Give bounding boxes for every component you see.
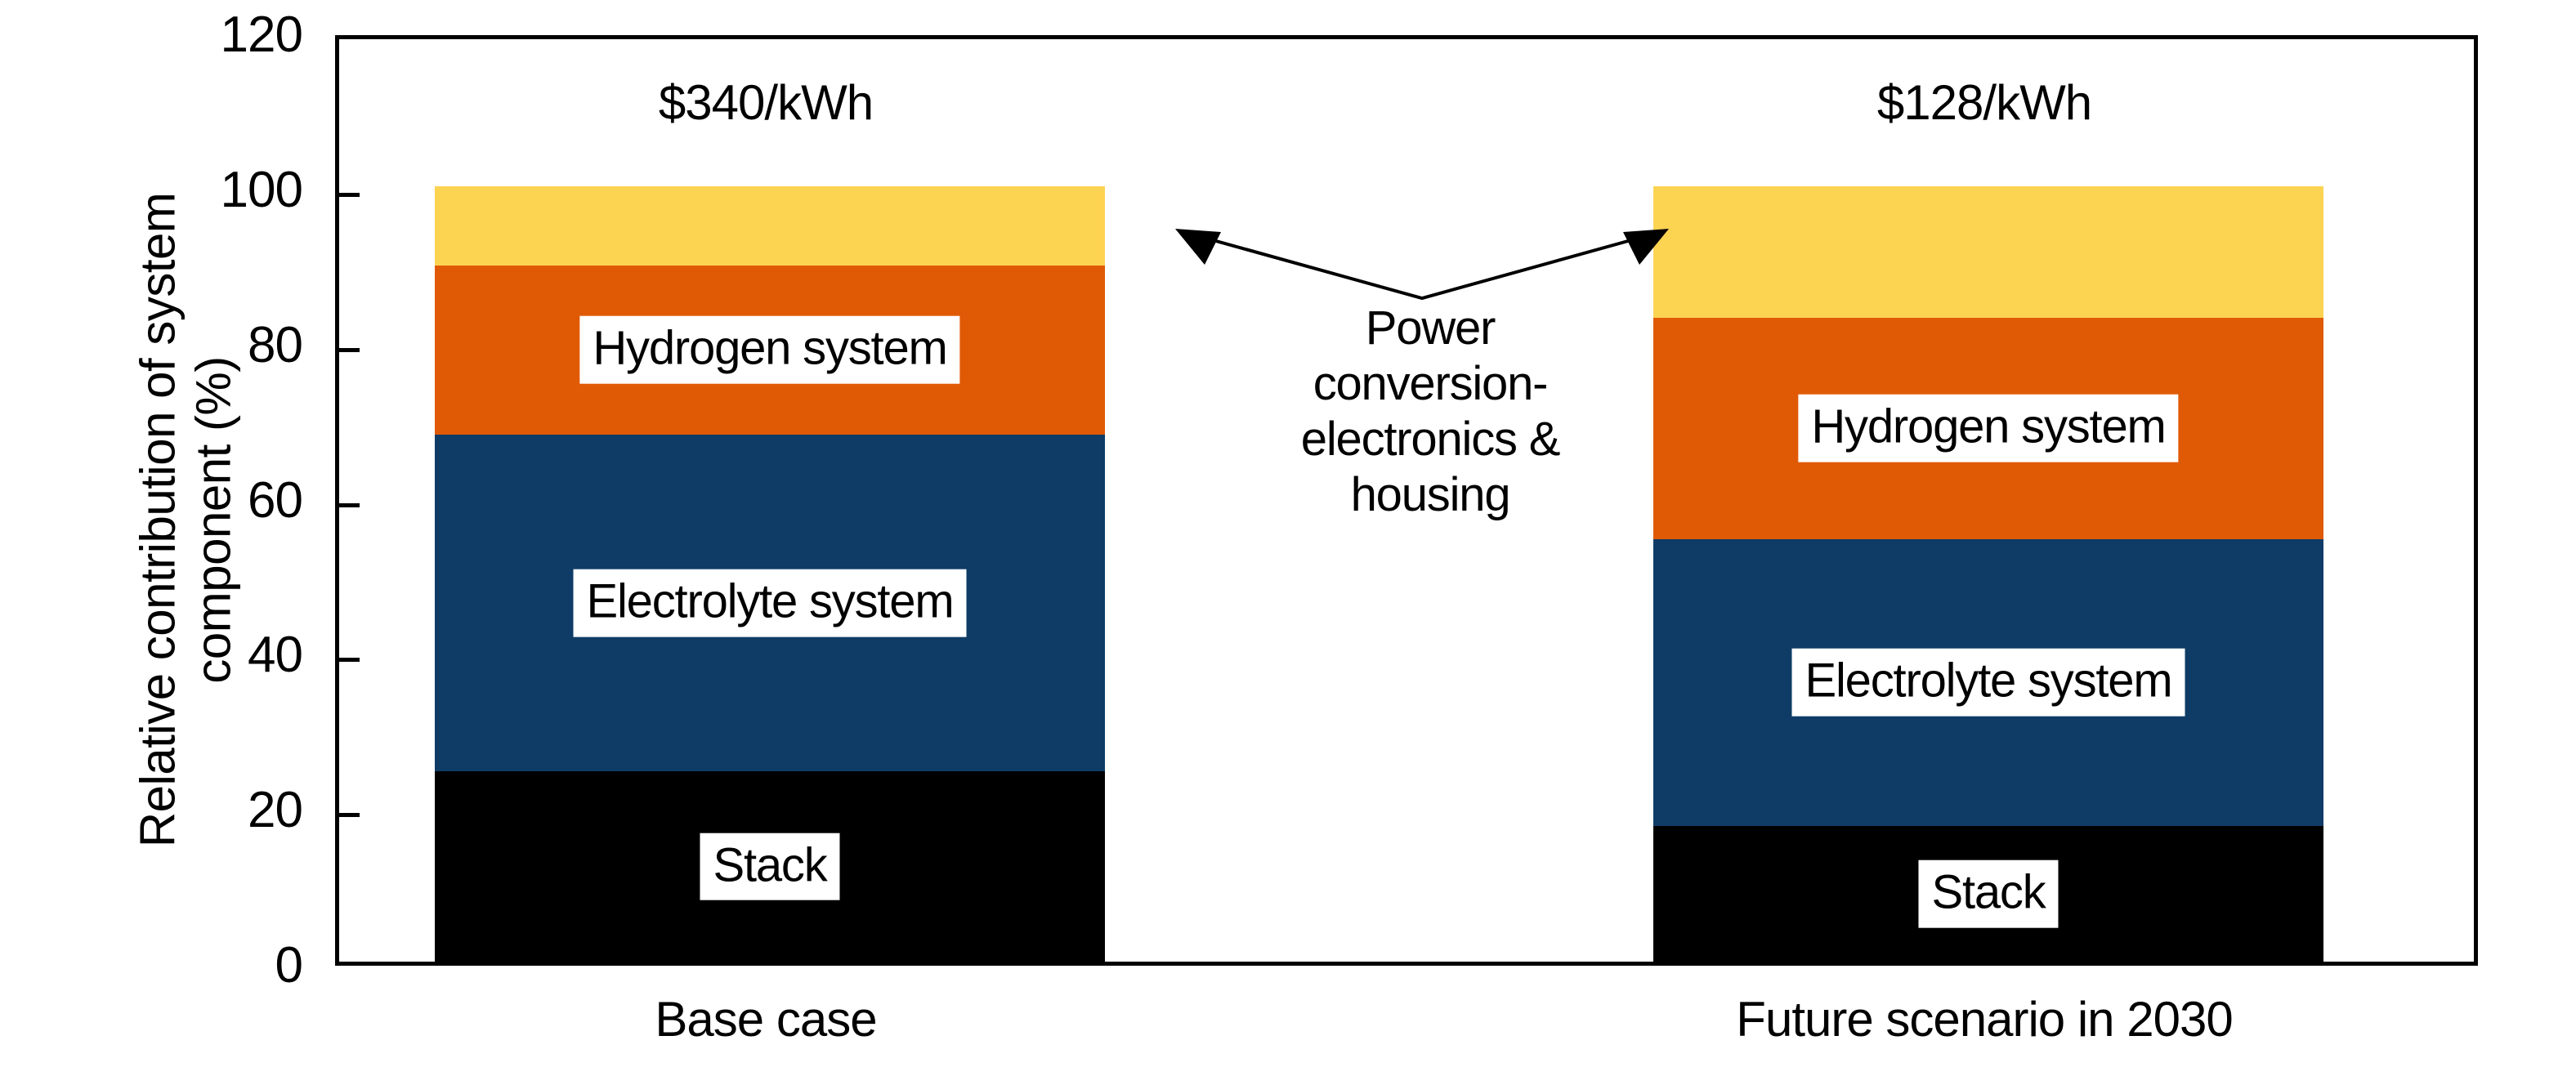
segment-label-base-case-stack: Stack xyxy=(700,833,840,901)
segment-label-future-scenario-hydrogen-system: Hydrogen system xyxy=(1798,395,2179,462)
segment-label-base-case-hydrogen-system: Hydrogen system xyxy=(579,315,960,384)
annotation-line-1: Power xyxy=(1365,301,1496,355)
segment-future-scenario-stack[interactable]: Stack xyxy=(1653,825,2323,962)
segment-base-case-electrolyte-system[interactable]: Electrolyte system xyxy=(435,434,1105,772)
segment-base-case-stack[interactable]: Stack xyxy=(435,771,1105,962)
y-axis-tick-60: 60 xyxy=(248,471,303,529)
segment-base-case-hydrogen-system[interactable]: Hydrogen system xyxy=(435,265,1105,435)
segment-future-scenario-hydrogen-system[interactable]: Hydrogen system xyxy=(1653,318,2323,539)
y-axis-tick-80: 80 xyxy=(248,316,303,373)
y-tickmark-80 xyxy=(338,347,360,352)
price-label-future-scenario: $128/kWh xyxy=(1876,75,2092,130)
segment-label-future-scenario-stack: Stack xyxy=(1918,860,2059,928)
y-axis-tick-0: 0 xyxy=(275,937,303,993)
y-axis-tick-40: 40 xyxy=(248,627,303,684)
segment-future-scenario-power-conversion[interactable] xyxy=(1653,185,2323,319)
y-axis-tick-labels: 120 100 80 60 40 20 0 xyxy=(90,0,303,1085)
annotation-connector xyxy=(1175,229,1669,301)
y-tickmark-40 xyxy=(338,658,360,663)
y-axis-tick-20: 20 xyxy=(248,782,303,839)
annotation-text: Power conversion- electronics & housing xyxy=(1275,301,1585,522)
annotation-line-2: conversion- xyxy=(1313,356,1549,410)
bar-base-case[interactable]: Stack Electrolyte system Hydrogen system xyxy=(435,31,1105,962)
segment-label-base-case-electrolyte-system: Electrolyte system xyxy=(573,569,967,637)
bar-future-scenario[interactable]: Stack Electrolyte system Hydrogen system xyxy=(1653,31,2323,962)
y-tickmark-60 xyxy=(338,502,360,507)
y-tickmark-20 xyxy=(338,813,360,818)
y-tickmark-100 xyxy=(338,192,360,197)
price-label-base-case: $340/kWh xyxy=(658,75,874,130)
x-axis-label-future-scenario: Future scenario in 2030 xyxy=(1736,992,2233,1047)
segment-base-case-power-conversion[interactable] xyxy=(435,185,1105,266)
annotation-line-3: electronics & xyxy=(1300,412,1561,466)
segment-label-future-scenario-electrolyte-system: Electrolyte system xyxy=(1791,649,2185,717)
annotation-line-4: housing xyxy=(1350,467,1511,521)
segment-future-scenario-electrolyte-system[interactable]: Electrolyte system xyxy=(1653,538,2323,826)
x-axis-label-base-case: Base case xyxy=(655,992,877,1047)
y-axis-tick-100: 100 xyxy=(220,161,303,218)
y-axis-tick-120: 120 xyxy=(220,7,303,63)
